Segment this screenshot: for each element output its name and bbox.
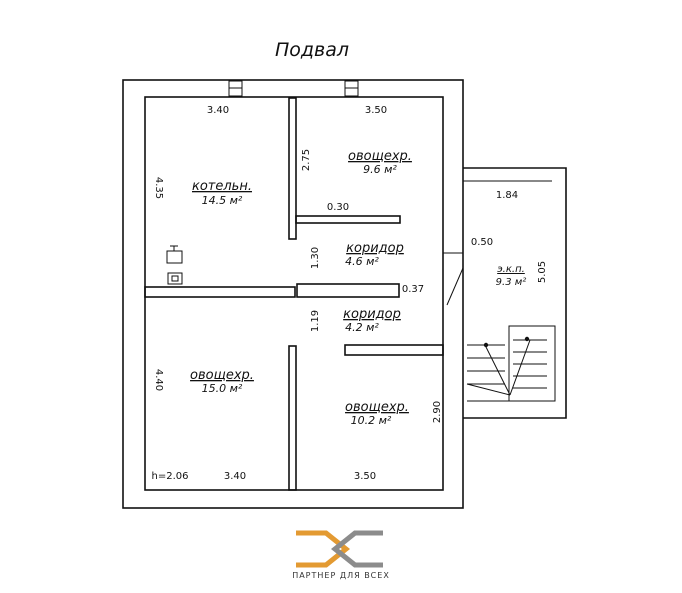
room-name: котельн. xyxy=(192,179,252,194)
room-corridor2: коридор 4.2 м² xyxy=(343,307,401,334)
plan-title: Подвал xyxy=(275,39,349,61)
dim-stair-length: 5.05 xyxy=(537,261,548,283)
room-name: овощехр. xyxy=(348,149,412,164)
boiler-icon xyxy=(166,245,183,285)
partition-veg1-bottom xyxy=(295,215,401,224)
outer-wall xyxy=(122,79,464,509)
room-area: 4.6 м² xyxy=(345,255,379,268)
room-veg1: овощехр. 9.6 м² xyxy=(348,149,412,176)
room-boiler: котельн. 14.5 м² xyxy=(192,179,252,207)
dim-stair-width: 1.84 xyxy=(496,190,518,201)
room-area: 4.2 м² xyxy=(345,321,379,334)
door-leaf xyxy=(446,267,464,306)
staircase xyxy=(466,325,556,402)
partition-boiler xyxy=(288,97,297,240)
wall-middle-left xyxy=(144,286,296,298)
partition-lower xyxy=(288,345,297,491)
wall-middle-right xyxy=(296,283,400,298)
window-right xyxy=(344,80,359,97)
dim-ceiling: h=2.06 xyxy=(152,471,189,482)
dim-bottom-right: 3.50 xyxy=(354,471,376,482)
dim-top-right: 3.50 xyxy=(365,105,387,116)
dim-veg3-height: 2.90 xyxy=(432,401,443,423)
dim-veg1-height: 2.75 xyxy=(301,149,312,171)
window-left xyxy=(228,80,243,97)
room-name: овощехр. xyxy=(190,368,254,383)
dim-corr1-height: 1.30 xyxy=(310,247,321,269)
room-area: 10.2 м² xyxy=(351,414,392,427)
stair-annex-outer xyxy=(463,167,567,419)
room-veg2: овощехр. 15.0 м² xyxy=(190,368,254,395)
dim-partition-a: 0.30 xyxy=(327,202,349,213)
dim-bottom-left: 3.40 xyxy=(224,471,246,482)
company-logo xyxy=(296,530,383,568)
room-stair: э.к.п. 9.3 м² xyxy=(496,264,527,288)
room-area: 9.6 м² xyxy=(363,163,397,176)
room-area: 15.0 м² xyxy=(202,382,243,395)
dim-corr2-height: 1.19 xyxy=(310,310,321,332)
room-area: 14.5 м² xyxy=(202,194,243,207)
room-name: овощехр. xyxy=(345,400,409,415)
dim-veg2-height: 4.40 xyxy=(153,369,164,391)
room-area: 9.3 м² xyxy=(496,277,527,288)
dim-boiler-height: 4.35 xyxy=(153,177,164,199)
room-veg3: овощехр. 10.2 м² xyxy=(345,400,409,427)
dim-top-left: 3.40 xyxy=(207,105,229,116)
room-name: коридор xyxy=(343,307,401,322)
room-corridor1: коридор 4.6 м² xyxy=(345,241,404,268)
room-name: э.к.п. xyxy=(497,264,525,275)
room-name: коридор xyxy=(346,241,404,256)
dim-wall-b: 0.37 xyxy=(402,284,424,295)
logo-caption: ПАРТНЕР ДЛЯ ВСЕХ xyxy=(292,571,390,580)
partition-corridor2 xyxy=(344,344,444,356)
dim-door-gap: 0.50 xyxy=(471,237,493,248)
